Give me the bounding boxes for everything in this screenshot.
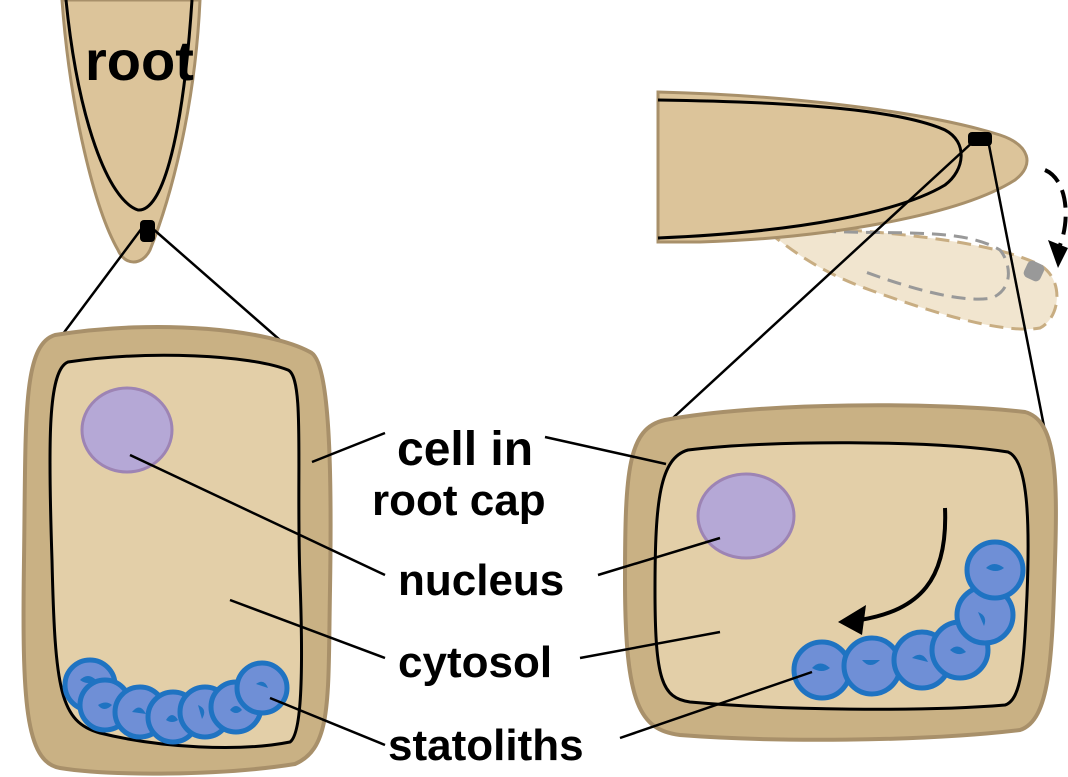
label-statoliths: statoliths <box>388 721 584 770</box>
root-cap-cell-marker <box>140 220 155 242</box>
label-root-cap: root cap <box>372 476 546 525</box>
left-nucleus <box>82 388 172 472</box>
ghost-root-tip-outer <box>760 225 1057 329</box>
label-cell-in: cell in <box>397 423 533 476</box>
statolith <box>237 663 287 713</box>
rotation-arrowhead <box>1048 240 1068 268</box>
label-cytosol: cytosol <box>398 638 552 687</box>
label-nucleus: nucleus <box>398 556 564 605</box>
statolith <box>844 638 900 694</box>
left-cell <box>24 327 331 774</box>
label-root: root <box>85 29 194 92</box>
rotation-arrow <box>1045 170 1066 245</box>
horizontal-root <box>658 92 1068 329</box>
right-cell <box>625 405 1056 739</box>
right-nucleus <box>698 474 794 558</box>
